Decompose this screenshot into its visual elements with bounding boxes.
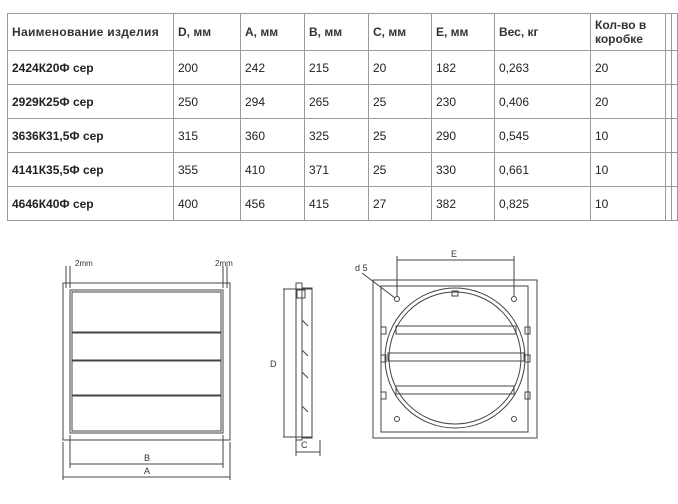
- back-dim-e-label: E: [451, 249, 457, 259]
- back-top-tab: [451, 290, 459, 297]
- cell-model-name: 2929К25Ф сер: [7, 84, 174, 119]
- front-gap-left-label: 2mm: [75, 259, 93, 268]
- side-dim-c-label: C: [301, 440, 308, 450]
- col-header-d: D, мм: [173, 13, 241, 51]
- mount-hole-tl: [394, 296, 400, 302]
- table-cell: 242: [240, 50, 305, 85]
- front-outer-frame: [62, 282, 231, 441]
- table-cell: 20: [368, 50, 432, 85]
- table-cell: 215: [304, 50, 369, 85]
- table-cell: 10: [590, 118, 666, 153]
- front-louver-1: [71, 291, 222, 333]
- table-cell: 400: [173, 186, 241, 221]
- back-slat-3: [395, 385, 515, 395]
- back-hole-label: d 5: [355, 263, 368, 273]
- back-slat-1: [395, 325, 517, 335]
- table-cell: 330: [431, 152, 495, 187]
- side-flange: [295, 282, 303, 441]
- cell-model-name: 4646К40Ф сер: [7, 186, 174, 221]
- front-gap-right-label: 2mm: [215, 259, 233, 268]
- back-view-drawing: [361, 256, 538, 439]
- table-cell: 27: [368, 186, 432, 221]
- mount-hole-bl: [394, 416, 400, 422]
- col-header-weight: Вес, кг: [494, 13, 591, 51]
- front-dim-b-label: B: [144, 453, 150, 463]
- table-cell: 10: [590, 186, 666, 221]
- back-inner-frame: [380, 285, 529, 433]
- back-outer-frame: [372, 279, 538, 439]
- front-louver-3: [71, 360, 222, 396]
- table-cell: 20: [590, 50, 666, 85]
- table-cell: 250: [173, 84, 241, 119]
- mount-hole-tr: [511, 296, 517, 302]
- table-header-row: Наименование изделия D, мм A, мм B, мм C…: [7, 13, 678, 51]
- side-dim-d-label: D: [270, 359, 277, 369]
- table-cell: 25: [368, 152, 432, 187]
- side-view-drawing: [283, 282, 321, 456]
- front-view-drawing: [62, 266, 231, 480]
- cell-model-name: 4141К35,5Ф сер: [7, 152, 174, 187]
- front-dim-a-label: A: [144, 466, 150, 476]
- table-cell: 456: [240, 186, 305, 221]
- cell-model-name: 2424К20Ф сер: [7, 50, 174, 85]
- spec-table: Наименование изделия D, мм A, мм B, мм C…: [7, 13, 678, 221]
- table-cell-extra: [671, 186, 678, 221]
- back-duct-inner-circle: [388, 291, 522, 425]
- front-louver-4: [71, 395, 222, 432]
- table-cell: 0,825: [494, 186, 591, 221]
- table-cell: 230: [431, 84, 495, 119]
- back-duct-circle: [384, 287, 526, 429]
- table-cell: 0,661: [494, 152, 591, 187]
- front-inner-frame: [69, 289, 224, 434]
- side-body: [301, 287, 313, 439]
- table-cell: 415: [304, 186, 369, 221]
- col-header-b: B, мм: [304, 13, 369, 51]
- front-louver-2: [71, 332, 222, 361]
- table-cell: 0,263: [494, 50, 591, 85]
- col-header-qty: Кол-во в коробке: [590, 13, 666, 51]
- back-slat-2: [387, 352, 525, 362]
- side-top-cap: [296, 289, 306, 299]
- cell-model-name: 3636К31,5Ф сер: [7, 118, 174, 153]
- hole-leader-line: [361, 272, 396, 299]
- mount-hole-br: [511, 416, 517, 422]
- col-header-name: Наименование изделия: [7, 13, 174, 51]
